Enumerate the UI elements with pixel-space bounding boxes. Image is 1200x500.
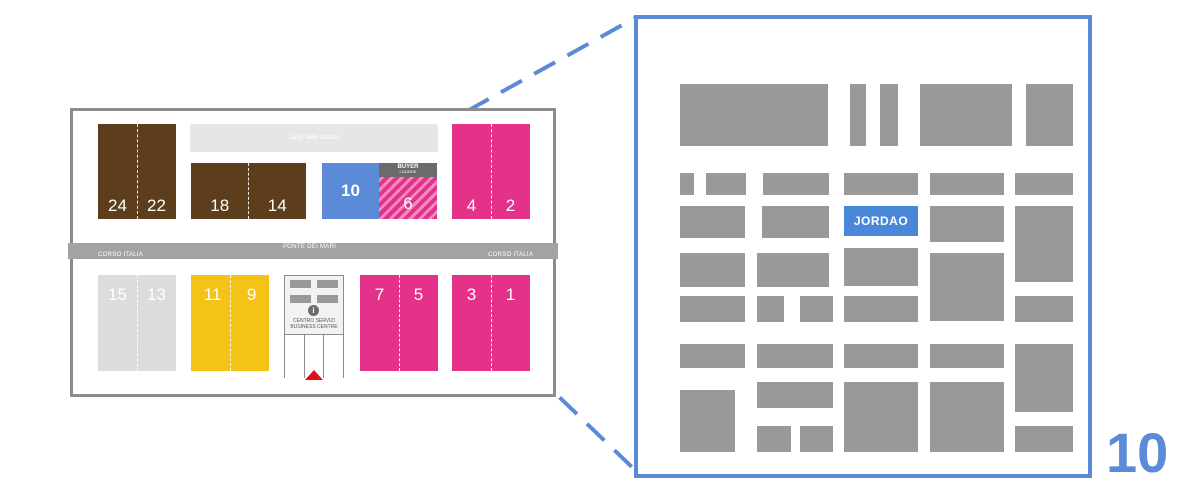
- hall-number-label: 10: [1106, 421, 1169, 484]
- hall-label-2: 2: [505, 196, 516, 215]
- stand[interactable]: [930, 206, 1004, 242]
- business-centre-divider: [323, 334, 324, 378]
- road-label: Largo delle Nazioni: [288, 135, 340, 141]
- stand[interactable]: [930, 253, 1004, 321]
- road-label-ponte-dei-mari: PONTE DEI MARI: [283, 244, 337, 250]
- stand[interactable]: [706, 173, 746, 195]
- hall-divider: [248, 163, 249, 219]
- business-centre-room: [290, 295, 311, 303]
- business-centre-room: [317, 295, 338, 303]
- stand[interactable]: [1015, 296, 1073, 322]
- hall-label-1: 1: [505, 285, 516, 304]
- business-centre-divider: [304, 334, 305, 378]
- entrance-marker: [305, 370, 323, 380]
- stand[interactable]: [680, 253, 745, 287]
- stand[interactable]: [1026, 84, 1073, 146]
- hall-label-5: 5: [413, 285, 424, 304]
- hall-label-14: 14: [267, 196, 287, 215]
- road-label-corso-italia-left: CORSO ITALIA: [98, 252, 144, 258]
- stand[interactable]: [880, 84, 898, 146]
- stand[interactable]: [680, 390, 735, 452]
- business-centre[interactable]: i CENTRO SERVIZI BUSINESS CENTRE: [284, 275, 344, 378]
- stand[interactable]: [680, 344, 745, 368]
- stand[interactable]: [844, 173, 918, 195]
- stand[interactable]: [800, 426, 833, 452]
- hall-10-highlighted[interactable]: 10: [322, 163, 379, 219]
- hall-divider: [491, 275, 492, 371]
- stand[interactable]: [800, 296, 833, 322]
- hall-divider: [137, 275, 138, 371]
- hall-label-11: 11: [203, 285, 222, 304]
- hall-label-18: 18: [210, 196, 230, 215]
- stand[interactable]: [930, 173, 1004, 195]
- hall-label-9: 9: [246, 285, 257, 304]
- stand[interactable]: [680, 206, 745, 238]
- hall-label-7: 7: [374, 285, 385, 304]
- business-centre-room: [317, 280, 338, 288]
- business-centre-subtitle: BUSINESS CENTRE: [290, 324, 338, 330]
- stand[interactable]: [1015, 173, 1073, 195]
- buyer-lounge-banner: BUYER LOUNGE: [379, 163, 437, 177]
- stand[interactable]: [757, 382, 833, 408]
- hall-label-22: 22: [147, 196, 166, 215]
- stand[interactable]: [757, 253, 829, 287]
- business-centre-room: [290, 280, 311, 288]
- stand[interactable]: [762, 206, 829, 238]
- hall-divider: [491, 124, 492, 219]
- stand[interactable]: [763, 173, 829, 195]
- stand[interactable]: [844, 248, 918, 286]
- stand[interactable]: [930, 344, 1004, 368]
- hall-label-6: 6: [403, 194, 413, 213]
- hall-label-3: 3: [466, 285, 477, 304]
- hall-label-13: 13: [147, 285, 166, 304]
- hall-label-24: 24: [108, 196, 127, 215]
- stand[interactable]: [680, 296, 745, 322]
- hall-6[interactable]: BUYER LOUNGE 6: [379, 163, 437, 219]
- stand[interactable]: [844, 382, 918, 452]
- buyer-lounge-subtitle: LOUNGE: [399, 169, 417, 174]
- stand[interactable]: [757, 426, 791, 452]
- buyer-lounge-title: BUYER: [397, 164, 419, 170]
- road-label-corso-italia-right: CORSO ITALIA: [488, 252, 534, 258]
- business-centre-title: CENTRO SERVIZI: [293, 318, 335, 324]
- info-icon: i: [308, 305, 319, 316]
- stand[interactable]: [757, 344, 833, 368]
- hall-divider: [137, 124, 138, 219]
- stand[interactable]: [680, 84, 828, 146]
- stand[interactable]: [680, 173, 694, 195]
- stand[interactable]: [844, 344, 918, 368]
- stand-jordao-highlighted[interactable]: JORDAO: [844, 206, 918, 236]
- stand[interactable]: [1015, 344, 1073, 412]
- stand[interactable]: [1015, 206, 1073, 282]
- hall-label-10: 10: [341, 181, 360, 200]
- stand[interactable]: [757, 296, 784, 322]
- hall-divider: [399, 275, 400, 371]
- road-ponte-dei-mari: CORSO ITALIA PONTE DEI MARI CORSO ITALIA: [68, 243, 558, 259]
- hall-divider: [230, 275, 231, 371]
- stand[interactable]: [850, 84, 866, 146]
- hall-label-4: 4: [466, 196, 477, 215]
- stand[interactable]: [1015, 426, 1073, 452]
- stand[interactable]: [920, 84, 1012, 146]
- stand[interactable]: [930, 382, 1004, 452]
- hall-label-15: 15: [108, 285, 127, 304]
- road-largo-delle-nazioni: Largo delle Nazioni: [190, 124, 438, 152]
- stand[interactable]: [844, 296, 918, 322]
